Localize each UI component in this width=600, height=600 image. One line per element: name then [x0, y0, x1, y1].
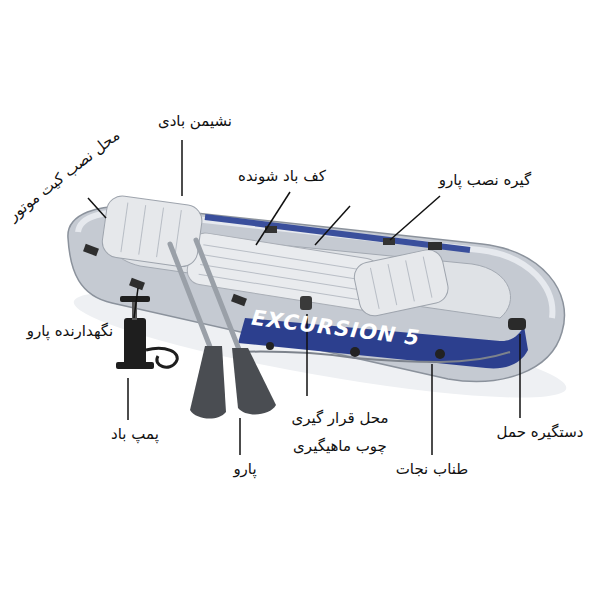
part-label: پمپ باد: [111, 425, 159, 445]
part-label: کف باد شونده: [238, 167, 326, 187]
part-label: نشیمن بادی: [158, 112, 232, 132]
part-label: گیره نصب پارو: [439, 171, 531, 191]
part-label: نگهدارنده پارو: [27, 322, 114, 342]
part-label: دستگیره حمل: [497, 423, 584, 443]
part-label: محل قرار گیری چوب ماهیگیری: [278, 404, 402, 460]
part-label: طناب نجات: [396, 460, 468, 480]
part-label: پارو: [233, 460, 256, 480]
